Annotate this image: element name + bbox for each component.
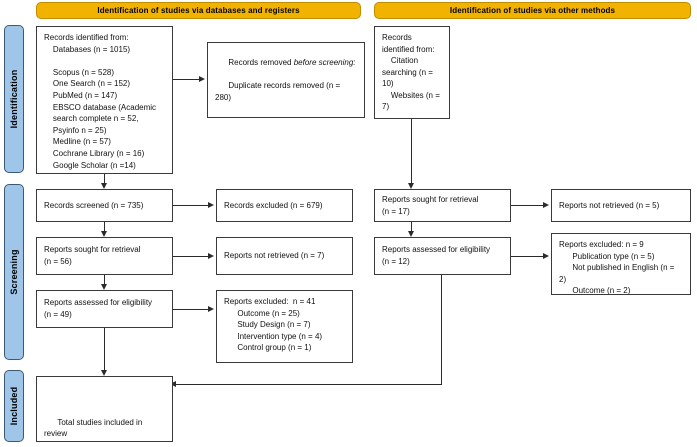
connector-assessed-db-to-included xyxy=(104,328,105,372)
records-removed-line1-emphasis: before screening: xyxy=(293,57,356,67)
records-removed-line2: Duplicate records removed (n = 280) xyxy=(215,81,343,102)
stage-bar-identification: Identification xyxy=(4,25,24,173)
connector-sought-db-to-not-retrieved xyxy=(173,256,210,257)
box-reports-excluded-databases: Reports excluded: n = 41 Outcome (n = 25… xyxy=(216,290,353,363)
stage-label-screening: Screening xyxy=(9,249,19,295)
box-total-studies-included: Total studies included in review (n = 11… xyxy=(36,376,173,442)
arrowhead-identified-other-down xyxy=(407,183,414,189)
arrowhead-sought-db-to-not-retrieved xyxy=(208,252,214,259)
arrowhead-identified-db-down xyxy=(100,183,107,189)
connector-sought-other-to-not-retrieved xyxy=(511,205,545,206)
connector-assessed-other-down xyxy=(441,275,442,384)
arrowhead-identified-to-removed xyxy=(199,75,205,82)
arrowhead-screened-to-excluded xyxy=(208,201,214,208)
connector-identified-to-removed xyxy=(173,79,201,80)
box-reports-excluded-other: Reports excluded: n = 9 Publication type… xyxy=(551,233,691,295)
connector-sought-db-down xyxy=(104,275,105,286)
arrowhead-sought-other-down xyxy=(407,231,414,237)
box-reports-sought-other: Reports sought for retrieval (n = 17) xyxy=(374,189,511,222)
records-removed-line1-pre: Records removed xyxy=(228,57,294,67)
connector-screened-down xyxy=(104,222,105,233)
box-records-identified-other-methods: Records identified from: Citation search… xyxy=(374,26,450,119)
box-reports-assessed-other: Reports assessed for eligibility (n = 12… xyxy=(374,237,511,275)
arrowhead-assessed-other-to-excluded xyxy=(543,252,549,259)
box-records-excluded: Records excluded (n = 679) xyxy=(216,189,353,222)
banner-databases-label: Identification of studies via databases … xyxy=(97,6,300,15)
box-reports-not-retrieved-databases: Reports not retrieved (n = 7) xyxy=(216,237,353,275)
connector-other-methods-to-included xyxy=(176,384,442,385)
stage-label-identification: Identification xyxy=(9,69,19,129)
banner-other-methods: Identification of studies via other meth… xyxy=(374,2,691,19)
box-records-identified-databases: Records identified from: Databases (n = … xyxy=(36,26,173,174)
stage-bar-screening: Screening xyxy=(4,184,24,360)
connector-assessed-db-to-excluded xyxy=(173,309,210,310)
arrowhead-assessed-db-to-included xyxy=(100,370,107,376)
arrowhead-sought-db-down xyxy=(100,284,107,290)
stage-label-included: Included xyxy=(9,386,19,426)
stage-bar-included: Included xyxy=(4,370,24,442)
box-records-removed-before-screening: Records removed before screening: Duplic… xyxy=(207,42,365,118)
box-records-screened: Records screened (n = 735) xyxy=(36,189,173,222)
connector-assessed-other-to-excluded xyxy=(511,256,545,257)
box-reports-not-retrieved-other: Reports not retrieved (n = 5) xyxy=(551,189,691,222)
arrowhead-screened-down xyxy=(100,231,107,237)
arrowhead-other-methods-to-included xyxy=(170,380,176,387)
total-included-line1: Total studies included in review xyxy=(44,417,145,439)
box-reports-assessed-databases: Reports assessed for eligibility (n = 49… xyxy=(36,290,173,328)
banner-databases-registers: Identification of studies via databases … xyxy=(36,2,361,19)
banner-other-methods-label: Identification of studies via other meth… xyxy=(449,6,616,15)
box-reports-sought-databases: Reports sought for retrieval (n = 56) xyxy=(36,237,173,275)
arrowhead-sought-other-to-not-retrieved xyxy=(543,201,549,208)
arrowhead-assessed-db-to-excluded xyxy=(208,305,214,312)
connector-sought-other-down xyxy=(411,222,412,233)
connector-identified-db-down xyxy=(104,174,105,185)
connector-identified-other-down xyxy=(411,119,412,185)
connector-screened-to-excluded xyxy=(173,205,210,206)
